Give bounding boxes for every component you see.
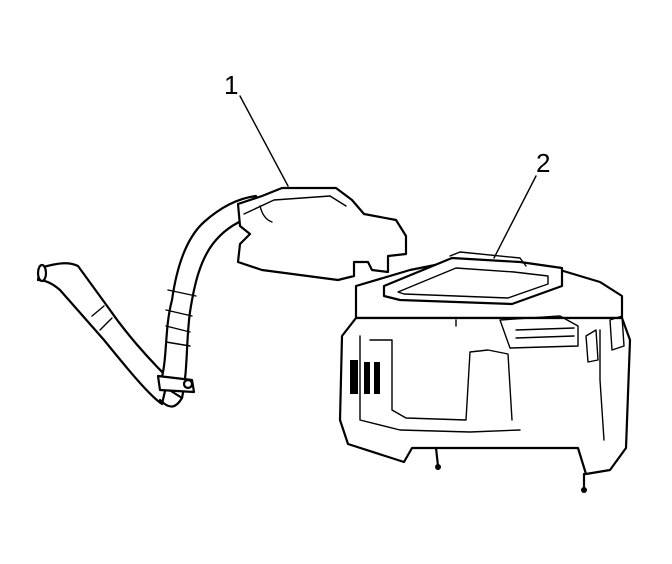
callout-2: 2 xyxy=(536,148,550,178)
leader-line-2 xyxy=(493,175,537,259)
part-2-housing xyxy=(338,251,632,493)
callout-1: 1 xyxy=(224,70,238,100)
leader-line-1 xyxy=(239,95,289,187)
part-1-cover xyxy=(236,186,408,282)
vent-slots xyxy=(350,360,380,394)
hose-assembly xyxy=(36,194,264,408)
